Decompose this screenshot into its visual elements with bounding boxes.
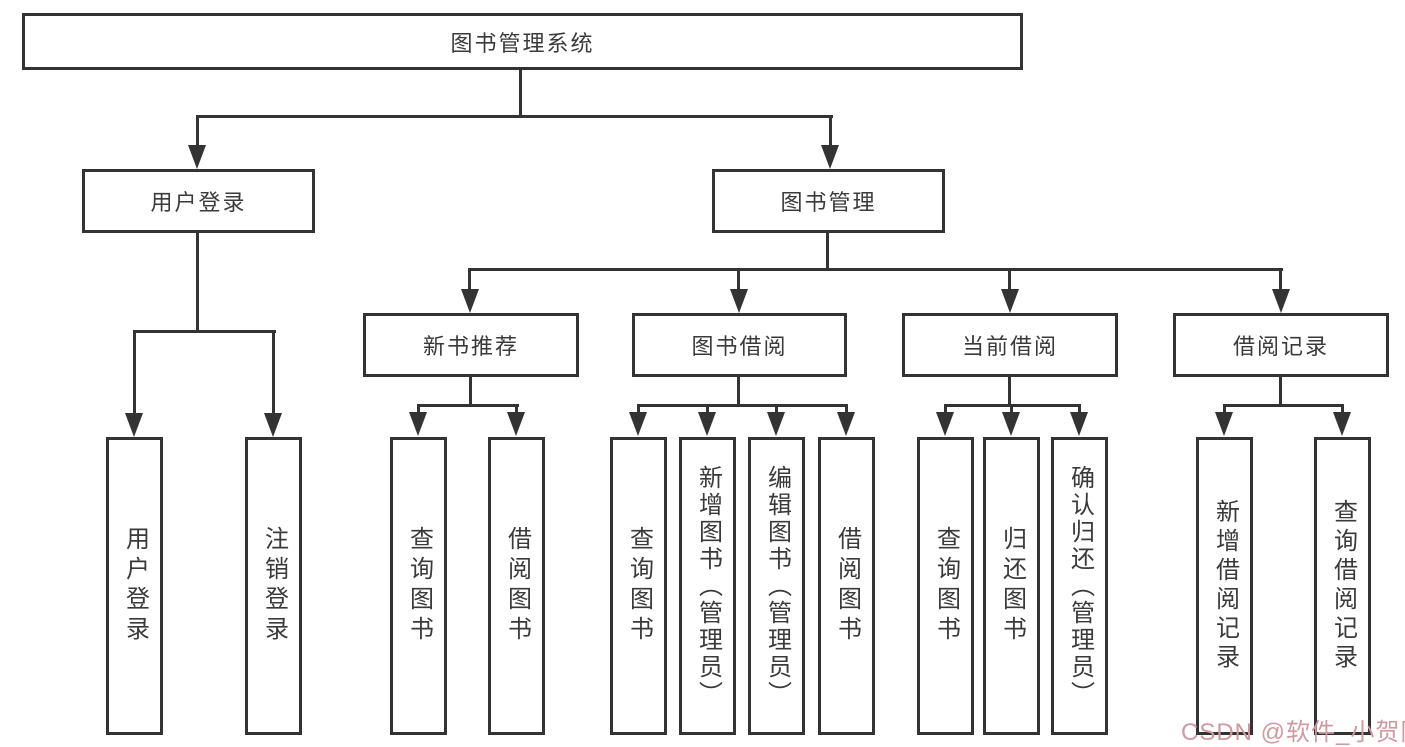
connector-leaf-logout-shaft: [272, 330, 275, 416]
leaf-bb-add-books-admin: 新增图书（管理员）: [679, 437, 736, 735]
leaf-br-query-record-label: 查询借阅记录: [1329, 499, 1357, 673]
node-book-management-label: 图书管理: [780, 190, 877, 215]
node-user-login: 用户登录: [82, 169, 315, 233]
connector-nb-leaf1-shaft: [417, 404, 420, 418]
connector-cb-leaf2-shaft: [1010, 404, 1013, 418]
arrowhead-nb-borrow-books: [507, 412, 525, 436]
leaf-br-add-record: 新增借阅记录: [1196, 437, 1253, 735]
leaf-bb-add-books-admin-label: 新增图书（管理员）: [694, 464, 722, 708]
arrowhead-bb-add-books: [698, 412, 716, 436]
leaf-bb-query-books-label: 查询图书: [625, 526, 653, 646]
leaf-bb-query-books: 查询图书: [610, 437, 667, 735]
connector-book-management-hline: [469, 268, 1283, 271]
arrowhead-user-login: [188, 145, 206, 169]
node-root-label: 图书管理系统: [450, 30, 595, 56]
node-current-borrowing-label: 当前借阅: [961, 334, 1058, 359]
leaf-cb-return-books-label: 归还图书: [998, 526, 1026, 646]
connector-cb-leaf3-shaft: [1078, 404, 1081, 418]
node-book-management: 图书管理: [712, 169, 945, 233]
connector-user-login-vline: [196, 233, 199, 333]
arrowhead-borrowing-records: [1272, 289, 1290, 313]
arrowhead-cb-confirm-return: [1070, 412, 1088, 436]
connector-br-leaf2-shaft: [1341, 404, 1344, 418]
connector-leaf-user-login-shaft: [133, 330, 136, 416]
connector-borrow-records-shaft: [1279, 268, 1282, 295]
connector-new-book-vline: [469, 376, 472, 407]
leaf-nb-borrow-books: 借阅图书: [488, 437, 545, 735]
connector-bb-leaf2-shaft: [706, 404, 709, 418]
connector-new-book-shaft: [468, 268, 471, 295]
leaf-nb-borrow-books-label: 借阅图书: [503, 526, 531, 646]
csdn-watermark: CSDN @软件_小贺同学: [1181, 719, 1405, 746]
leaf-logout-label: 注销登录: [260, 526, 288, 646]
node-borrowing-records-label: 借阅记录: [1232, 334, 1329, 359]
arrowhead-book-management: [821, 145, 839, 169]
leaf-cb-query-books: 查询图书: [917, 437, 974, 735]
connector-bb-leaf4-shaft: [845, 404, 848, 418]
node-current-borrowing: 当前借阅: [902, 313, 1118, 377]
leaf-user-login-label: 用户登录: [121, 526, 149, 646]
node-user-login-label: 用户登录: [150, 190, 247, 215]
connector-new-book-hline: [417, 404, 519, 407]
arrowhead-leaf-user-login: [125, 413, 143, 437]
node-book-borrowing: 图书借阅: [632, 313, 847, 377]
connector-book-management-vline: [826, 233, 829, 271]
leaf-cb-return-books: 归还图书: [983, 437, 1040, 735]
leaf-bb-edit-books-admin-label: 编辑图书（管理员）: [763, 464, 791, 708]
arrowhead-cb-query-books: [936, 412, 954, 436]
leaf-cb-confirm-return-admin: 确认归还（管理员）: [1051, 437, 1108, 735]
connector-bb-leaf3-shaft: [775, 404, 778, 418]
arrowhead-br-add-record: [1215, 412, 1233, 436]
arrowhead-leaf-logout: [264, 413, 282, 437]
leaf-logout: 注销登录: [245, 437, 302, 735]
node-book-borrowing-label: 图书借阅: [691, 334, 788, 359]
connector-root-hline: [196, 115, 833, 118]
leaf-user-login: 用户登录: [106, 437, 163, 735]
leaf-bb-borrow-books: 借阅图书: [818, 437, 875, 735]
arrowhead-bb-borrow-books: [837, 412, 855, 436]
leaf-br-add-record-label: 新增借阅记录: [1211, 499, 1239, 673]
connector-br-leaf1-shaft: [1223, 404, 1226, 418]
leaf-cb-confirm-return-admin-label: 确认归还（管理员）: [1066, 464, 1094, 708]
connector-root-vline: [519, 70, 522, 118]
connector-book-borrow-shaft: [737, 268, 740, 295]
connector-current-borrow-vline: [1008, 376, 1011, 407]
connector-borrow-records-hline: [1223, 404, 1344, 407]
connector-borrow-records-vline: [1279, 376, 1282, 407]
leaf-nb-query-books: 查询图书: [390, 437, 447, 735]
node-borrowing-records: 借阅记录: [1173, 313, 1389, 377]
connector-book-borrow-hline: [637, 404, 848, 407]
leaf-br-query-record: 查询借阅记录: [1314, 437, 1371, 735]
arrowhead-bb-edit-books: [767, 412, 785, 436]
leaf-nb-query-books-label: 查询图书: [405, 526, 433, 646]
connector-bb-leaf1-shaft: [637, 404, 640, 418]
leaf-cb-query-books-label: 查询图书: [932, 526, 960, 646]
leaf-bb-edit-books-admin: 编辑图书（管理员）: [748, 437, 805, 735]
connector-nb-leaf2-shaft: [515, 404, 518, 418]
arrowhead-br-query-record: [1333, 412, 1351, 436]
connector-cb-leaf1-shaft: [944, 404, 947, 418]
connector-book-management-shaft: [829, 115, 832, 147]
arrowhead-book-borrowing: [730, 289, 748, 313]
leaf-bb-borrow-books-label: 借阅图书: [833, 526, 861, 646]
node-new-book-recommend: 新书推荐: [363, 313, 579, 377]
arrowhead-current-borrowing: [1001, 289, 1019, 313]
connector-user-login-shaft: [196, 115, 199, 147]
connector-current-borrow-shaft: [1008, 268, 1011, 295]
node-new-book-recommend-label: 新书推荐: [422, 334, 519, 359]
arrowhead-nb-query-books: [409, 412, 427, 436]
node-root: 图书管理系统: [22, 13, 1023, 70]
connector-user-login-hline: [133, 330, 276, 333]
arrowhead-new-book-recommend: [461, 289, 479, 313]
arrowhead-bb-query-books: [629, 412, 647, 436]
arrowhead-cb-return-books: [1002, 412, 1020, 436]
connector-book-borrow-vline: [737, 376, 740, 407]
